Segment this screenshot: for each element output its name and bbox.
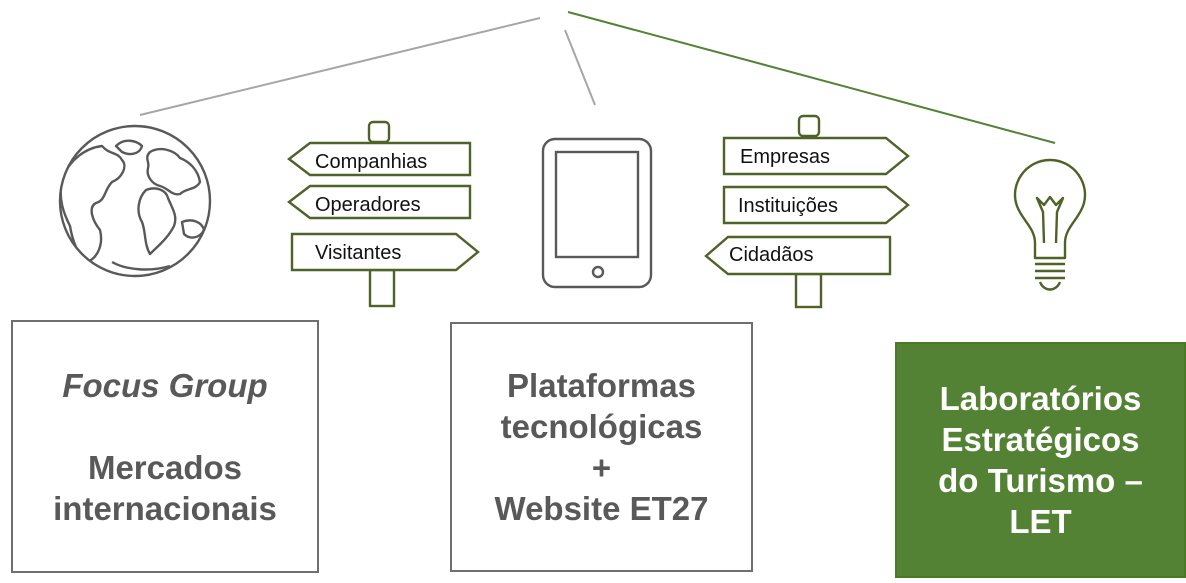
signpost-right-label-2: Instituições — [738, 195, 838, 217]
let-box: Laboratórios Estratégicos do Turismo – L… — [895, 342, 1186, 578]
signpost-right-label-3: Cidadãos — [729, 244, 814, 266]
let-line-1: Laboratórios — [939, 380, 1142, 417]
signpost-right-label-1: Empresas — [740, 146, 830, 168]
focus-group-box: Focus Group Mercados internacionais — [11, 320, 319, 573]
lightbulb-icon — [1013, 158, 1087, 291]
focus-group-line-1: Mercados — [87, 448, 243, 486]
let-line-4: LET — [1009, 503, 1072, 540]
tablet-icon — [541, 137, 653, 289]
signpost-left-label-2: Operadores — [315, 194, 421, 216]
focus-group-line-2: internacionais — [53, 489, 277, 527]
platforms-box: Plataformas tecnológicas + Website ET27 — [450, 322, 753, 572]
connector-line-left — [139, 17, 541, 116]
globe-icon — [58, 124, 212, 278]
connector-line-center — [564, 29, 596, 106]
let-line-3: do Turismo – — [938, 462, 1143, 499]
platforms-line-4: Website ET27 — [494, 490, 709, 527]
signpost-right-icon — [704, 114, 910, 309]
signpost-left-label-3: Visitantes — [315, 242, 401, 264]
connector-line-right — [567, 11, 1056, 144]
signpost-left-icon — [287, 120, 480, 308]
focus-group-title: Focus Group — [62, 366, 268, 404]
platforms-line-3: + — [591, 449, 612, 486]
platforms-line-2: tecnológicas — [500, 408, 703, 445]
platforms-line-1: Plataformas — [507, 367, 696, 404]
signpost-left-label-1: Companhias — [315, 151, 427, 173]
let-line-2: Estratégicos — [941, 421, 1140, 458]
